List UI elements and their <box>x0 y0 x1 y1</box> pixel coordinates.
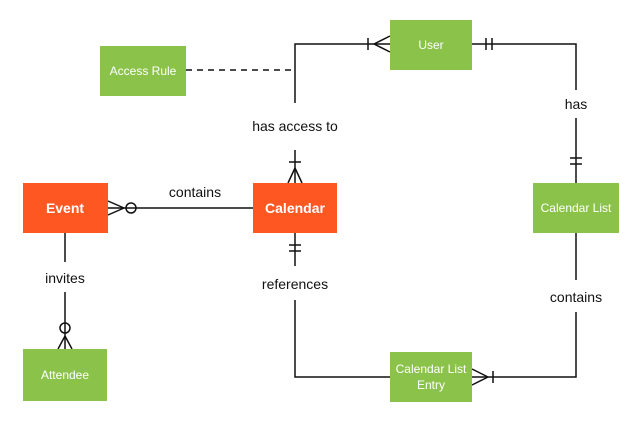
crows-foot-one-many-calendar-top-marker <box>287 161 303 184</box>
one-only-user-right-marker <box>485 38 493 50</box>
has-label: has <box>565 96 588 112</box>
cardinality-markers <box>57 35 582 386</box>
entity-attendee[interactable]: Attendee <box>23 349 107 401</box>
entity-user-box <box>390 20 472 70</box>
calendar-user-connector-upper <box>294 43 390 103</box>
crows-foot-one-many-user-left-marker <box>367 35 391 53</box>
invites-label: invites <box>45 270 85 286</box>
contains-entry-label: contains <box>550 289 602 305</box>
entity-event[interactable]: Event <box>23 183 108 233</box>
connectors <box>64 43 577 378</box>
references-label: references <box>262 276 328 292</box>
crows-foot-zero-many-attendee-top-marker <box>57 322 73 350</box>
entity-access-rule-label: Access Rule <box>110 64 177 78</box>
entity-attendee-label: Attendee <box>41 368 89 382</box>
user-calendar-list-connector-upper <box>472 43 577 90</box>
calendar-list-entry-connector-lower <box>472 312 577 378</box>
has-access-to-label-bg <box>242 114 348 136</box>
crows-foot-zero-many-event-right-marker <box>107 200 137 216</box>
one-only-calendar-list-top-marker <box>570 157 582 165</box>
entity-access-rule[interactable]: Access Rule <box>100 46 186 96</box>
entity-calendar-box <box>253 183 337 233</box>
entity-user[interactable]: User <box>390 20 472 70</box>
entity-attendee-box <box>23 349 107 401</box>
entity-access-rule-box <box>100 46 186 96</box>
entity-calendar[interactable]: Calendar <box>253 183 337 233</box>
crows-foot-one-many-entry-right-marker <box>471 368 494 386</box>
contains-event-label: contains <box>169 184 221 200</box>
entity-calendar-list-entry-label-line2: Entry <box>417 378 445 392</box>
entity-calendar-list[interactable]: Calendar List <box>533 183 619 233</box>
entity-event-label: Event <box>46 200 84 216</box>
entity-calendar-list-entry-box <box>390 352 472 402</box>
has-access-to-label: has access to <box>252 118 338 134</box>
entity-calendar-list-entry[interactable]: Calendar List Entry <box>390 352 472 402</box>
relationship-labels: has access to has contains invites refer… <box>45 96 602 305</box>
entity-event-box <box>23 183 108 233</box>
one-only-calendar-bottom-marker <box>289 244 301 252</box>
entity-calendar-label: Calendar <box>265 200 325 216</box>
entity-calendar-list-label: Calendar List <box>541 201 612 215</box>
entity-calendar-list-entry-label-line1: Calendar List <box>396 362 467 376</box>
calendar-entry-connector-lower <box>294 300 390 378</box>
entity-calendar-list-box <box>533 183 619 233</box>
entity-user-label: User <box>418 38 443 52</box>
